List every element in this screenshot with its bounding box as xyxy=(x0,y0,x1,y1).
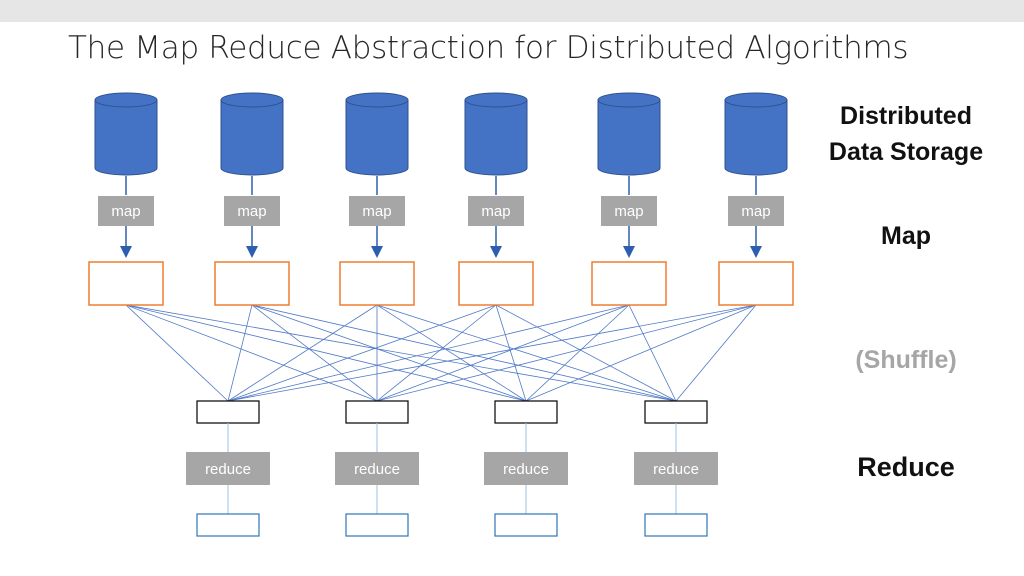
shuffle-line-5-2 xyxy=(376,304,630,402)
stage-label-shuffle: (Shuffle) xyxy=(855,346,957,374)
shuffle-line-1-3 xyxy=(125,304,527,402)
stage-label-map: Map xyxy=(881,222,931,250)
shuffle-line-5-4 xyxy=(628,304,677,402)
map-op-label: map xyxy=(111,203,140,220)
stage-label-distributed-storage: Distributed Data Storage xyxy=(800,98,1012,170)
database-cylinder-top xyxy=(94,92,158,108)
shuffle-line-6-3 xyxy=(525,304,757,402)
map-op-label: map xyxy=(362,203,391,220)
map-output-box xyxy=(458,261,534,306)
shuffle-line-6-4 xyxy=(675,304,757,402)
shuffle-line-2-3 xyxy=(251,304,527,402)
database-cylinder-top xyxy=(345,92,409,108)
reduce-op-label: reduce xyxy=(653,461,699,478)
shuffle-line-4-3 xyxy=(495,304,527,402)
slide-title: The Map Reduce Abstraction for Distribut… xyxy=(68,30,909,66)
shuffle-line-4-1 xyxy=(227,304,497,402)
reduce-op-label: reduce xyxy=(205,461,251,478)
shuffle-line-5-1 xyxy=(227,304,630,402)
shuffle-line-3-4 xyxy=(376,304,677,402)
reducer-output-box xyxy=(644,513,708,537)
map-output-box xyxy=(88,261,164,306)
shuffle-line-3-1 xyxy=(227,304,378,402)
shuffle-line-4-4 xyxy=(495,304,677,402)
map-op-label: map xyxy=(741,203,770,220)
map-op-label: map xyxy=(237,203,266,220)
reduce-op-box xyxy=(335,452,419,485)
shuffle-line-6-1 xyxy=(227,304,757,402)
map-output-box xyxy=(718,261,794,306)
map-op-label: map xyxy=(614,203,643,220)
storage-column-3: map xyxy=(339,92,415,306)
database-cylinder-icon xyxy=(220,99,284,176)
map-op-box xyxy=(98,196,154,226)
shuffle-line-1-1 xyxy=(125,304,229,402)
map-output-box xyxy=(339,261,415,306)
map-op-box xyxy=(728,196,784,226)
reducer-input-box xyxy=(196,400,260,424)
database-cylinder-top xyxy=(220,92,284,108)
map-op-box xyxy=(224,196,280,226)
storage-column-2: map xyxy=(214,92,290,306)
storage-column-1: map xyxy=(88,92,164,306)
reducer-column-3: reduce xyxy=(484,400,568,537)
shuffle-line-4-2 xyxy=(376,304,497,402)
shuffle-line-2-1 xyxy=(227,304,253,402)
reduce-op-label: reduce xyxy=(503,461,549,478)
reduce-op-box xyxy=(186,452,270,485)
database-cylinder-top xyxy=(724,92,788,108)
reducer-output-box xyxy=(494,513,558,537)
database-cylinder-top xyxy=(464,92,528,108)
reduce-op-label: reduce xyxy=(354,461,400,478)
storage-column-4: map xyxy=(458,92,534,306)
stage-label-storage-line2: Data Storage xyxy=(828,138,984,166)
reducer-input-box xyxy=(644,400,708,424)
reducer-column-4: reduce xyxy=(634,400,718,537)
shuffle-line-5-3 xyxy=(525,304,630,402)
shuffle-lines xyxy=(125,304,757,402)
reducer-output-box xyxy=(196,513,260,537)
reducer-column-1: reduce xyxy=(186,400,270,537)
shuffle-line-1-4 xyxy=(125,304,677,402)
map-op-box xyxy=(468,196,524,226)
reducer-input-box xyxy=(494,400,558,424)
map-op-label: map xyxy=(481,203,510,220)
stage-label-reduce: Reduce xyxy=(857,452,955,482)
map-output-box xyxy=(214,261,290,306)
reduce-op-box xyxy=(634,452,718,485)
reduce-op-box xyxy=(484,452,568,485)
map-op-box xyxy=(349,196,405,226)
database-cylinder-icon xyxy=(597,99,661,176)
database-cylinder-icon xyxy=(345,99,409,176)
shuffle-line-1-2 xyxy=(125,304,378,402)
shuffle-line-3-3 xyxy=(376,304,527,402)
shuffle-line-2-2 xyxy=(251,304,378,402)
database-cylinder-icon xyxy=(724,99,788,176)
map-output-box xyxy=(591,261,667,306)
reducer-output-box xyxy=(345,513,409,537)
storage-column-6: map xyxy=(718,92,794,306)
database-cylinder-icon xyxy=(464,99,528,176)
shuffle-line-2-4 xyxy=(251,304,677,402)
reducer-input-box xyxy=(345,400,409,424)
database-cylinder-icon xyxy=(94,99,158,176)
reducer-column-2: reduce xyxy=(335,400,419,537)
slide-top-bar xyxy=(0,0,1024,22)
shuffle-line-6-2 xyxy=(376,304,757,402)
stage-label-storage-line1: Distributed xyxy=(840,102,972,130)
map-op-box xyxy=(601,196,657,226)
storage-column-5: map xyxy=(591,92,667,306)
database-cylinder-top xyxy=(597,92,661,108)
